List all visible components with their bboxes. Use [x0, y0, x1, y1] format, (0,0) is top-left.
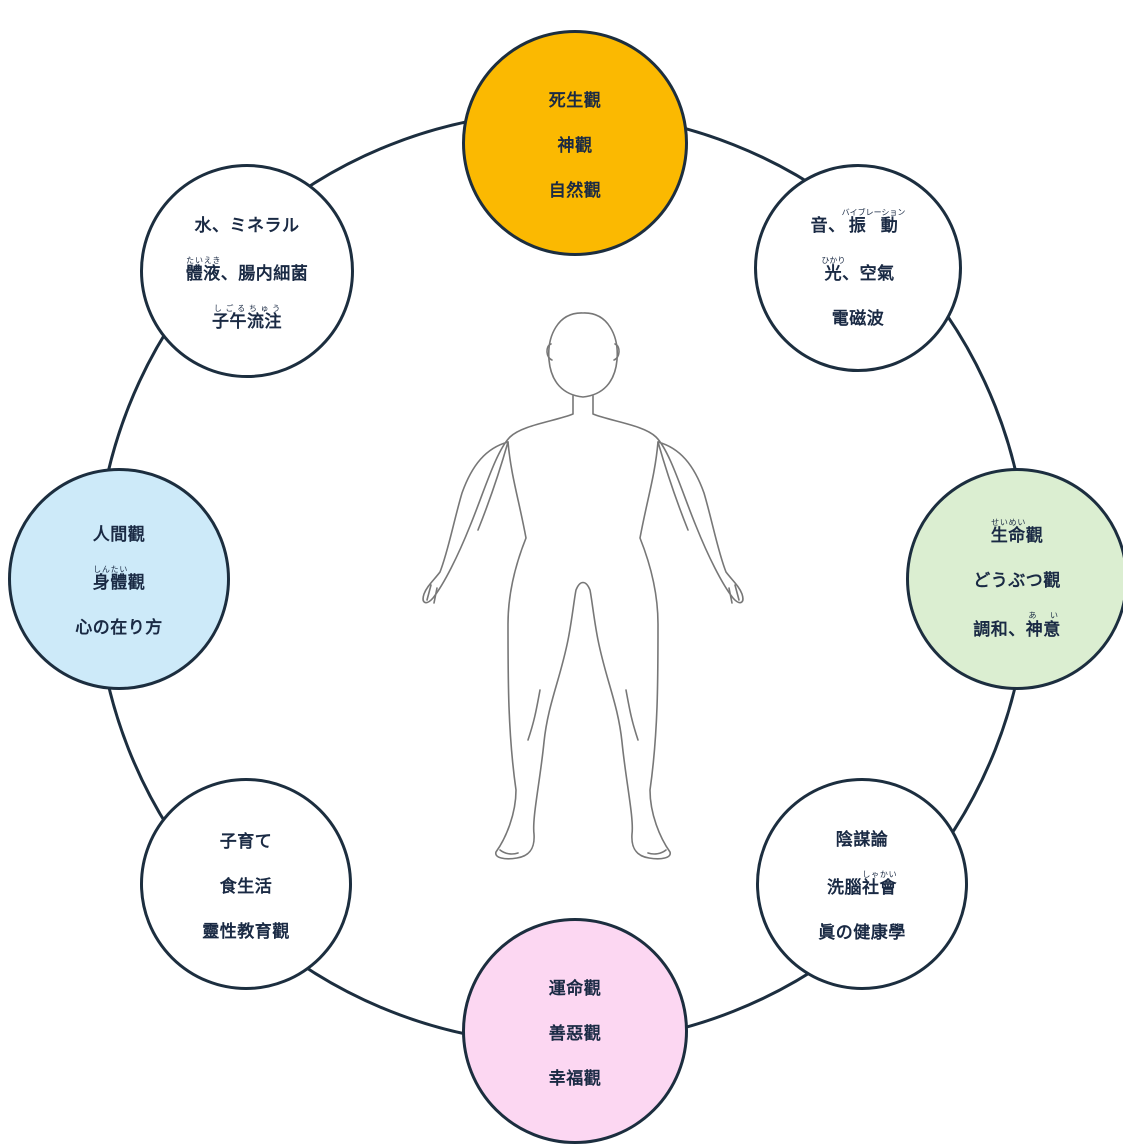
furigana-reading: せいめい: [990, 518, 1026, 527]
furigana-term: 身體しんたい: [92, 565, 128, 593]
node-text: 、腸内細菌: [220, 263, 309, 284]
node-text: 音、: [810, 215, 846, 236]
furigana-term: 體液たいえき: [185, 255, 221, 284]
node-text: 子育て: [219, 831, 273, 852]
node-text-line: 眞の健康學: [818, 918, 906, 943]
node-bottom-left: 子育て食生活靈性教育觀: [140, 778, 352, 990]
furigana-reading: しごるちゅう: [212, 303, 282, 313]
node-text: 觀: [1025, 526, 1044, 546]
node-left: 人間觀身體しんたい觀心の在り方: [8, 468, 230, 690]
node-text-line: 靈性教育觀: [202, 917, 290, 942]
node-text: 陰謀論: [835, 830, 889, 850]
node-text-line: 洗腦社會しゃかい: [827, 870, 897, 898]
furigana-term: 振動バイブレーション: [841, 207, 906, 236]
furigana-reading: バイブレーション: [841, 207, 906, 217]
node-text: 人間觀: [92, 525, 146, 545]
node-text-line: 陰謀論: [836, 825, 889, 850]
furigana-reading: たいえき: [185, 255, 221, 265]
node-text: 觀: [127, 573, 146, 593]
furigana-term: 社會しゃかい: [862, 870, 897, 898]
furigana-reading: しゃかい: [862, 870, 897, 879]
node-text-line: 身體しんたい觀: [93, 565, 146, 593]
node-text: 心の在り方: [75, 618, 163, 638]
node-text: 食生活: [219, 876, 273, 897]
node-text: 、空氣: [842, 263, 895, 284]
node-text-line: 人間觀: [93, 520, 146, 545]
node-text-line: 死生觀: [549, 86, 602, 111]
furigana-reading: しんたい: [92, 565, 128, 574]
node-text: 運命觀: [548, 978, 602, 999]
furigana-term: 生命せいめい: [990, 518, 1026, 546]
node-bottom-right: 陰謀論洗腦社會しゃかい眞の健康學: [756, 778, 968, 990]
node-top-left: 水、ミネラル體液たいえき、腸内細菌子午流注しごるちゅう: [140, 164, 354, 378]
node-right: 生命せいめい觀どうぶつ觀調和、神意あ い: [906, 468, 1123, 690]
furigana-reading: あ い: [1025, 611, 1061, 620]
node-text-line: 音、振動バイブレーション: [811, 208, 906, 236]
node-text-line: 自然觀: [549, 176, 602, 201]
node-text-line: 食生活: [220, 872, 273, 897]
node-text: 洗腦: [827, 878, 862, 898]
node-text-line: 子育て: [220, 827, 273, 852]
node-text-line: 生命せいめい觀: [991, 518, 1044, 546]
node-text-line: 調和、神意あ い: [973, 611, 1061, 640]
node-text-line: 體液たいえき、腸内細菌: [186, 256, 309, 284]
node-top: 死生觀神觀自然觀: [462, 30, 688, 256]
node-top-right: 音、振動バイブレーション光ひかり、空氣電磁波: [754, 164, 962, 372]
node-text: 調和、: [973, 620, 1026, 640]
node-text: どうぶつ觀: [973, 571, 1061, 591]
node-text-line: 神觀: [558, 131, 593, 156]
node-text-line: 光ひかり、空氣: [821, 256, 894, 284]
node-text-line: 電磁波: [832, 304, 885, 329]
furigana-reading: ひかり: [821, 255, 846, 265]
node-text-line: 子午流注しごるちゅう: [212, 304, 282, 332]
node-text-line: 水、ミネラル: [195, 211, 300, 236]
node-text: 眞の健康學: [818, 923, 906, 943]
node-text: 自然觀: [548, 180, 602, 201]
furigana-term: 子午流注しごるちゅう: [212, 303, 282, 332]
node-text: 幸福觀: [548, 1068, 602, 1089]
human-body-outline-icon: [422, 312, 744, 860]
furigana-term: 光ひかり: [821, 255, 846, 284]
node-text: 水、ミネラル: [194, 215, 300, 236]
node-text-line: 善惡觀: [549, 1019, 602, 1044]
node-text: 神觀: [557, 135, 593, 156]
node-text: 善惡觀: [548, 1023, 602, 1044]
node-text-line: 運命觀: [549, 974, 602, 999]
node-text-line: どうぶつ觀: [973, 566, 1061, 591]
node-text-line: 心の在り方: [75, 613, 163, 638]
node-text: 電磁波: [831, 308, 885, 329]
node-bottom: 運命觀善惡觀幸福觀: [462, 918, 688, 1144]
node-text: 靈性教育觀: [202, 921, 290, 942]
node-text-line: 幸福觀: [549, 1064, 602, 1089]
furigana-term: 神意あ い: [1025, 611, 1061, 640]
node-text: 死生觀: [548, 90, 602, 111]
